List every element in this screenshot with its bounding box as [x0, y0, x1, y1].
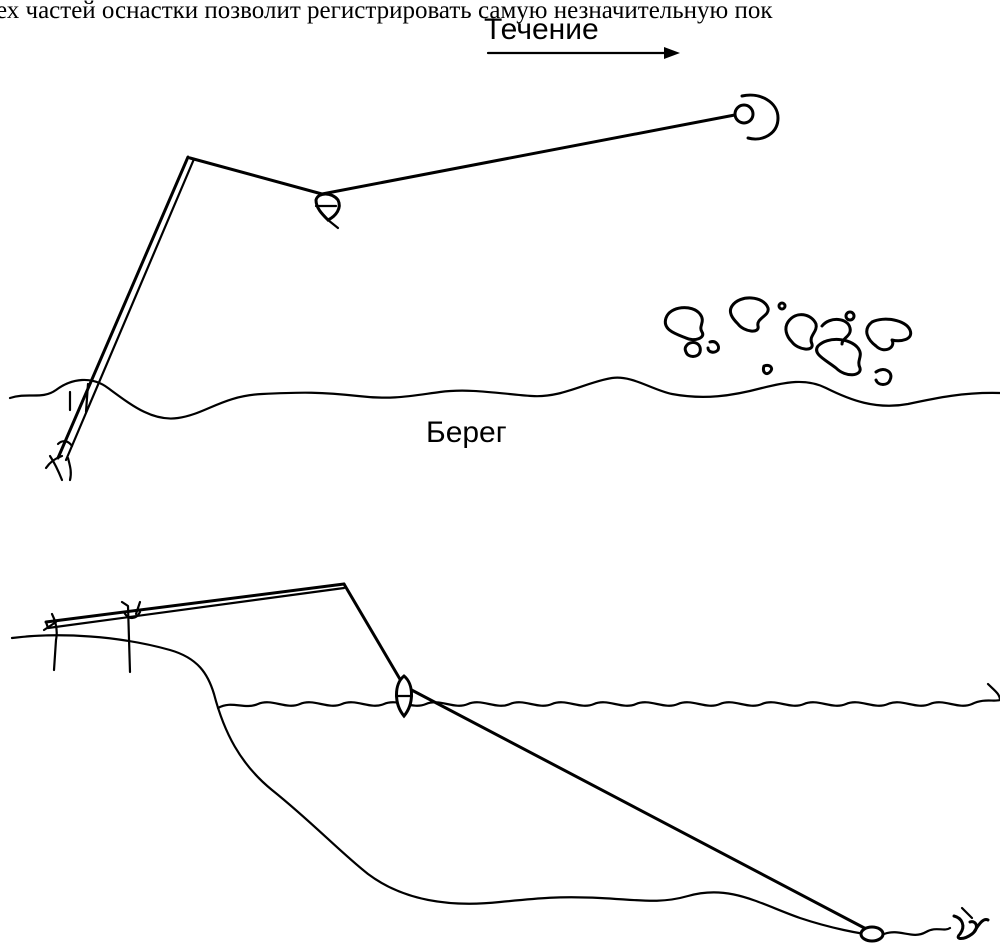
caption-text: ех частей оснастки позволит регистрирова… — [0, 0, 773, 24]
arrow-right-icon — [486, 47, 680, 59]
float-icon — [314, 192, 341, 230]
weed-icon — [952, 906, 990, 940]
fishing-line-side — [342, 582, 874, 934]
rod-rest-icon — [44, 382, 90, 482]
water-surface — [216, 698, 1000, 710]
fishing-line-top — [188, 112, 742, 196]
shore-label: Берег — [426, 416, 507, 449]
stones-icon — [663, 296, 913, 386]
rod-side — [44, 582, 346, 630]
current-label: Течение — [484, 13, 599, 46]
float-icon — [394, 674, 414, 719]
bottom-profile — [10, 634, 882, 938]
sinker-icon — [733, 93, 780, 141]
sinker-icon — [859, 925, 952, 943]
side-view — [10, 582, 1000, 943]
top-view: Берег — [8, 93, 1000, 482]
rod-top — [56, 155, 196, 462]
rod-rest-icon — [42, 600, 142, 674]
shoreline — [8, 376, 1000, 420]
